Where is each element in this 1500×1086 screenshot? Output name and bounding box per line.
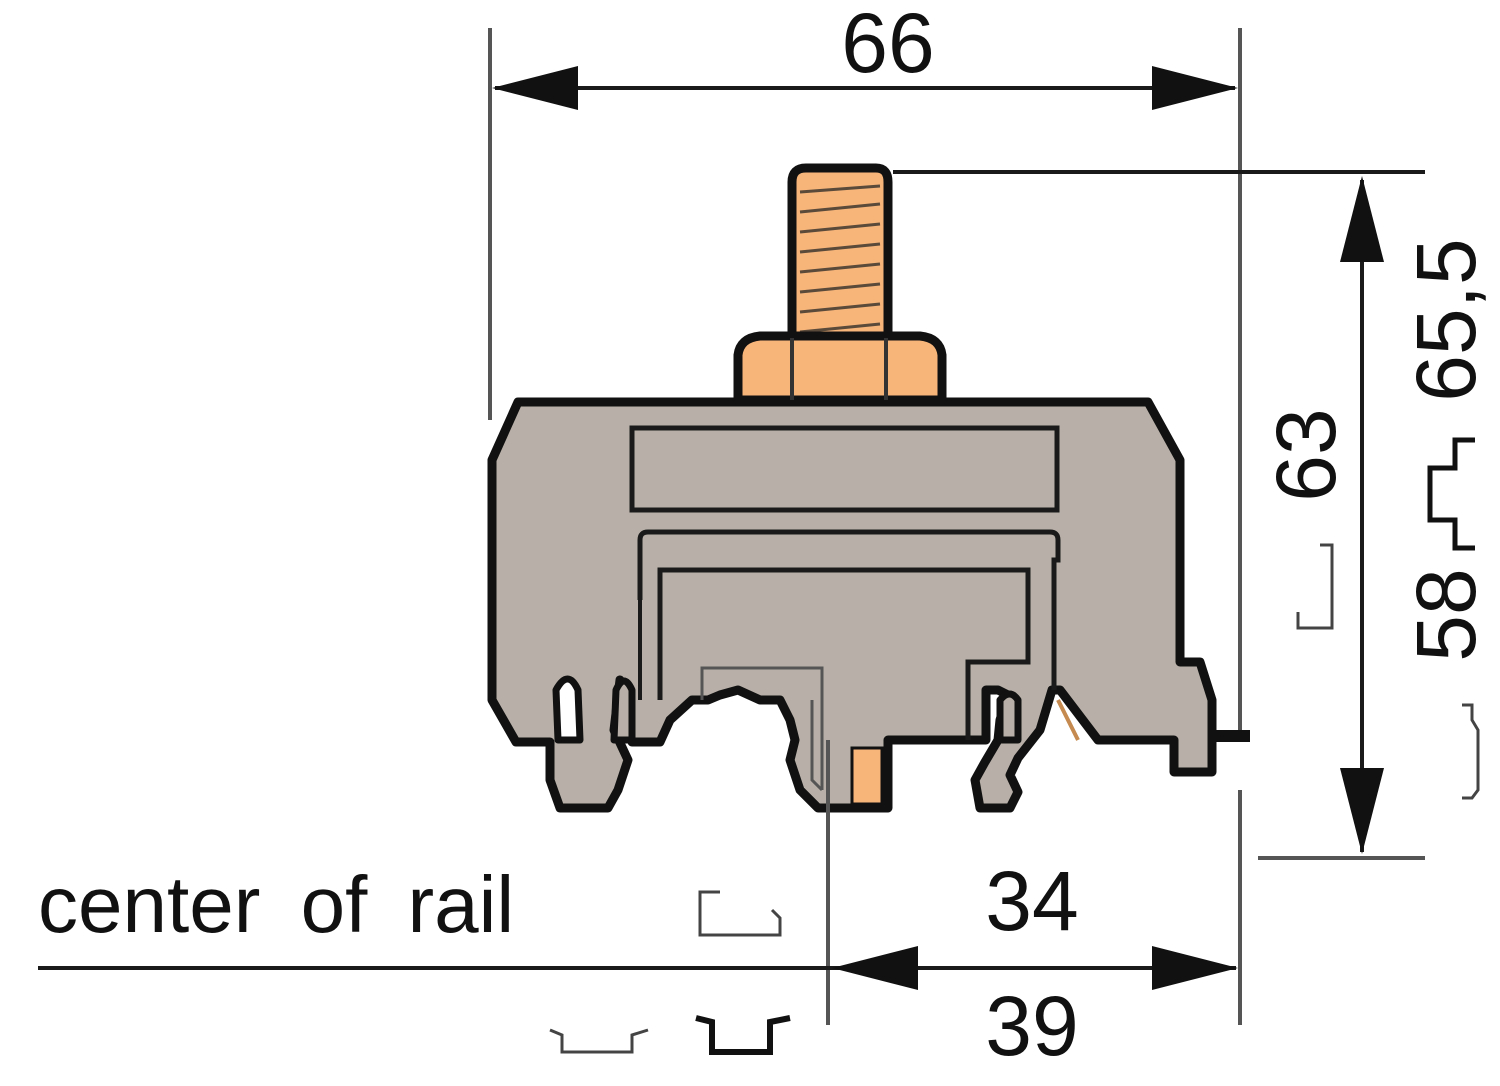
arrowhead-up-icon (1340, 176, 1384, 262)
hex-nut (733, 331, 947, 405)
stud-bolt (787, 163, 893, 347)
arrowhead-right-icon (1152, 66, 1238, 110)
height-65-5-value: 65,5 (1399, 238, 1493, 402)
arrowhead-right-icon (1152, 946, 1238, 990)
marker-label-area (629, 425, 1060, 513)
rail-symbol-icon (1296, 543, 1334, 630)
center-of-rail-text: center of rail (38, 860, 514, 949)
depth-34-value: 34 (985, 854, 1078, 948)
rail-symbol-icon (695, 1015, 791, 1055)
height-63-value: 63 (1259, 408, 1353, 501)
height-58-value: 58 (1399, 568, 1493, 661)
depth-39-value: 39 (985, 979, 1078, 1073)
rail-symbol-icon (1462, 703, 1480, 800)
rail-symbol-icon (1427, 437, 1475, 551)
arrowhead-down-icon (1340, 768, 1384, 854)
width-dimension-value: 66 (841, 0, 934, 90)
terminal-block-housing (487, 397, 1250, 813)
center-of-rail-label: center of rail (38, 860, 791, 1055)
rail-symbol-icon (549, 1028, 649, 1054)
height-dimension: 63 65,5 58 (893, 170, 1493, 1025)
arrowhead-left-icon (832, 946, 918, 990)
contact-foot (850, 746, 884, 806)
arrowhead-left-icon (492, 66, 578, 110)
depth-dimension: 34 39 (38, 740, 1238, 1073)
rail-symbol-icon (698, 890, 782, 937)
width-dimension: 66 (488, 0, 1242, 740)
